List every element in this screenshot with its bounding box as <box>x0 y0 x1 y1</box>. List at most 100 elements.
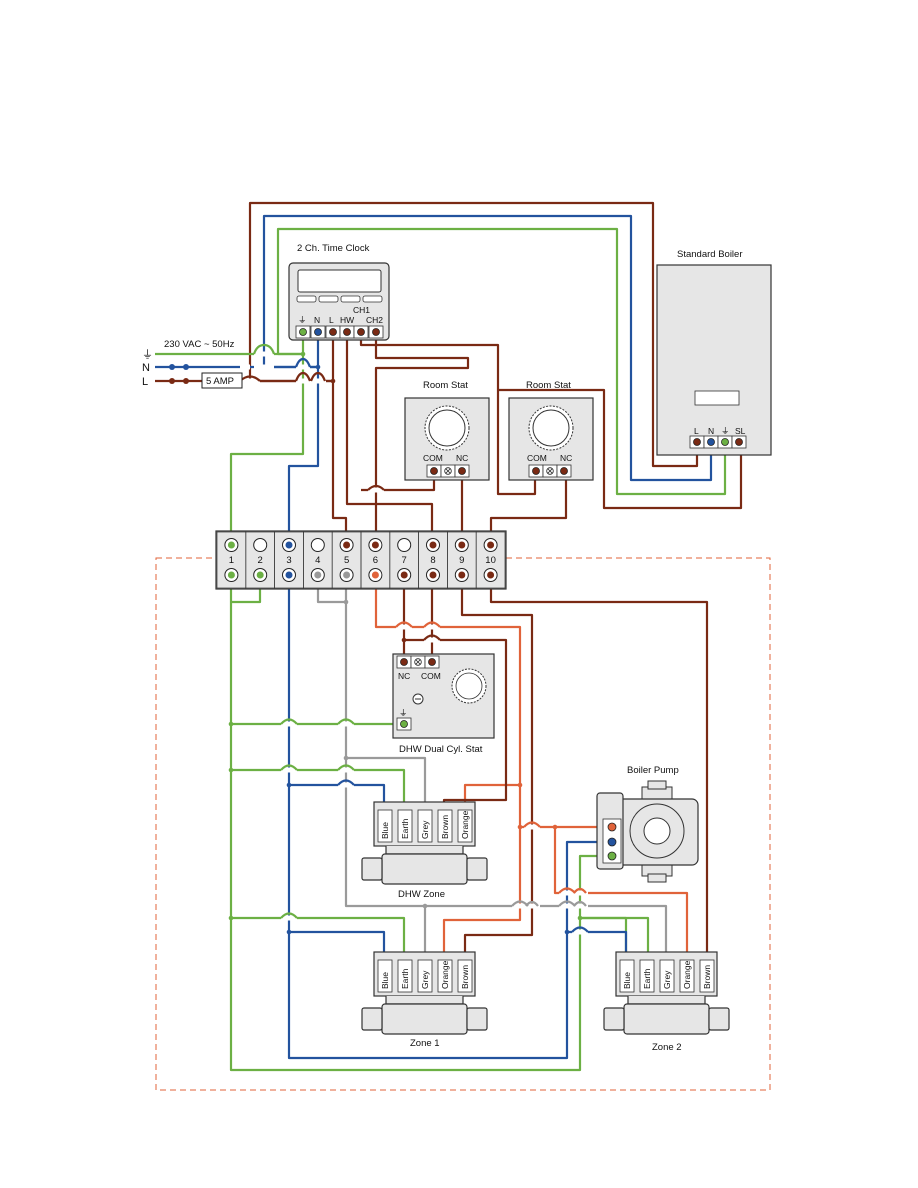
valve-wire-box <box>679 959 695 993</box>
valve-wire-label: Orange <box>440 960 450 989</box>
wire-brown-9 <box>460 575 534 960</box>
junction-terminal-number: 5 <box>344 555 349 566</box>
wire-orange-6 <box>374 575 522 960</box>
supply-voltage-label: 230 VAC ~ 50Hz <box>164 339 235 350</box>
junction-dot <box>564 929 570 935</box>
junction-terminal-number: 1 <box>229 555 234 566</box>
time-clock-button <box>318 295 339 303</box>
wire-earth-bus <box>229 575 628 1072</box>
valve-wire-box <box>457 809 473 843</box>
pump-body <box>596 780 699 883</box>
wire-orange-zone2 <box>553 827 689 960</box>
cyl-stat-earth-screw <box>400 720 408 728</box>
junction-top-wire <box>285 541 293 549</box>
junction-bottom-wire <box>343 571 351 579</box>
valve-wire-label: Brown <box>460 965 470 989</box>
junction-dot <box>401 637 407 643</box>
wire-hop <box>367 484 385 491</box>
junction-dot <box>228 767 234 773</box>
pump-title: Boiler Pump <box>627 765 679 776</box>
wire-clock-live <box>331 332 348 545</box>
cyl-stat-earth-symbol: ⏚ <box>399 708 408 718</box>
valve-wire-box <box>437 959 453 993</box>
junction-top-screw <box>253 538 268 552</box>
wire-clock-ch1 <box>359 332 537 496</box>
supply-l-label: L <box>142 376 148 388</box>
junction-dot <box>552 824 558 830</box>
room-stat-2-dial <box>528 405 574 451</box>
junction-top-wire <box>227 541 235 549</box>
room-stat-1-title: Room Stat <box>423 380 468 391</box>
valve-wire-label: Grey <box>420 970 430 989</box>
junction-bottom-wire <box>371 571 379 579</box>
valve-wire-label: Grey <box>662 970 672 989</box>
junction-top-wire <box>487 541 495 549</box>
junction-dot <box>422 903 428 909</box>
junction-terminal-number: 7 <box>402 555 407 566</box>
junction-dot <box>343 599 349 605</box>
valve-wire-box <box>619 959 635 993</box>
wire-hop <box>337 779 355 786</box>
boiler-terminal-label: N <box>708 426 714 436</box>
junction-top-wire <box>458 541 466 549</box>
clock-terminal-label: ⏚ <box>298 315 307 325</box>
room-stat-2-com: COM <box>527 453 547 463</box>
fuse-box <box>201 372 243 389</box>
boiler-display <box>694 390 740 406</box>
wire-clock-hw <box>345 332 434 545</box>
junction-bottom-wire <box>256 571 264 579</box>
junction-bottom-wire <box>458 571 466 579</box>
wire-hop <box>252 343 276 355</box>
wire-hop <box>294 357 312 368</box>
wire-clock-neutral <box>287 332 320 545</box>
valve-wire-box <box>417 809 433 843</box>
junction-dot <box>286 929 292 935</box>
time-clock-button <box>296 295 317 303</box>
junction-bottom-wire <box>429 571 437 579</box>
cyl-stat-title: DHW Dual Cyl. Stat <box>399 744 483 755</box>
valve-wire-label: Blue <box>380 822 390 839</box>
junction-bottom-wire <box>285 571 293 579</box>
boiler-body <box>656 264 772 456</box>
junction-bottom-wire <box>314 571 322 579</box>
cyl-stat-nc: NC <box>398 671 410 681</box>
wire-hop <box>558 887 587 894</box>
junction-dot <box>330 378 336 384</box>
valve-wire-label: Blue <box>622 972 632 989</box>
wire-neutral-zone1 <box>289 930 386 960</box>
time-clock-display <box>297 269 382 293</box>
room-stat-1-dial <box>424 405 470 451</box>
room-stat-2-terminals <box>528 464 572 478</box>
junction-dot <box>286 782 292 788</box>
boiler-title: Standard Boiler <box>677 249 742 260</box>
valve-wire-box <box>639 959 655 993</box>
cyl-stat-com: COM <box>421 671 441 681</box>
valve-wire-box <box>377 809 393 843</box>
valve-wire-box <box>377 959 393 993</box>
fuse-label: 5 AMP <box>206 376 234 387</box>
wire-hop <box>395 621 441 628</box>
room-stat-2-nc: NC <box>560 453 572 463</box>
valve-wire-label: Brown <box>702 965 712 989</box>
valve-wire-box <box>397 809 413 843</box>
wire-earth-zone2 <box>580 916 650 960</box>
wire-hop <box>296 364 326 384</box>
time-clock-button <box>362 295 383 303</box>
wire-hop <box>423 634 441 641</box>
junction-terminal-number: 8 <box>430 555 435 566</box>
junction-dot <box>228 721 234 727</box>
wire-neutral-bus <box>287 575 612 1060</box>
junction-bottom-wire <box>227 571 235 579</box>
time-clock-ch1-label: CH1 <box>353 305 370 315</box>
wire-hop <box>254 351 274 370</box>
room-stat-1-nc: NC <box>456 453 468 463</box>
wire-hop <box>559 890 588 935</box>
boiler-terminal-label: L <box>694 426 699 436</box>
junction-terminal-number: 6 <box>373 555 378 566</box>
junction-dot <box>228 915 234 921</box>
boiler-terminal-label: SL <box>735 426 746 436</box>
room-stat-1-terminals <box>426 464 470 478</box>
